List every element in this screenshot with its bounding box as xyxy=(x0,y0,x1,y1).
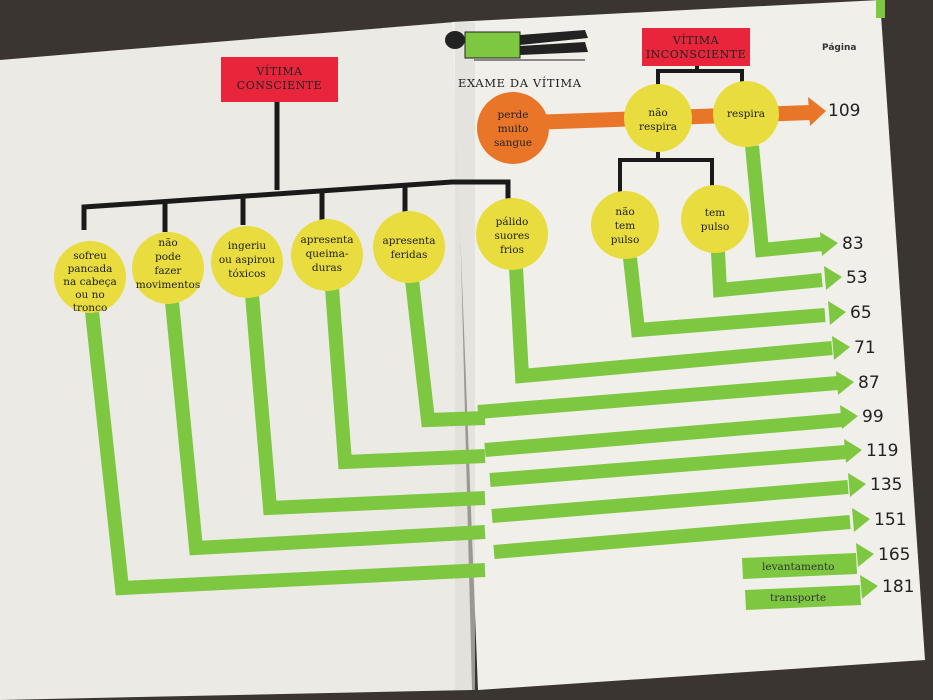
node-toxicos-line-1: ingeriu xyxy=(228,240,266,252)
node-feridas-line-2: feridas xyxy=(391,249,428,261)
page-number: 165 xyxy=(878,545,910,565)
node-sangue-line-1: perde xyxy=(498,109,529,121)
right-page xyxy=(452,0,925,690)
node-nao-respira-line-2: respira xyxy=(639,121,677,133)
node-tem-pulso-line-2: pulso xyxy=(701,221,730,233)
page-number-109: 109 xyxy=(828,101,860,121)
node-movimentos-line-4: movimentos xyxy=(136,279,200,291)
top-right-green-strip xyxy=(876,0,885,18)
vitima-inconsciente-line-1: VÍTIMA xyxy=(672,33,720,47)
left-page xyxy=(0,22,472,700)
levantamento-label: levantamento xyxy=(762,561,834,573)
node-feridas-line-1: apresenta xyxy=(382,235,435,247)
node-pancada-line-4: ou no xyxy=(75,289,105,301)
tree-lines-consciente xyxy=(81,100,511,232)
page-number: 71 xyxy=(854,338,876,358)
page-number: 99 xyxy=(862,407,884,427)
node-pancada-line-3: na cabeça xyxy=(63,276,117,288)
node-nao-tem-pulso xyxy=(591,191,659,259)
vitima-consciente-line-2: CONSCIENTE xyxy=(237,79,322,92)
page-number: 135 xyxy=(870,475,902,495)
node-movimentos-line-2: pode xyxy=(155,251,181,263)
node-sangue-line-2: muito xyxy=(498,123,529,135)
page-number: 87 xyxy=(858,373,880,393)
node-nao-respira-line-1: não xyxy=(648,107,667,119)
node-nao-tem-pulso-line-1: não xyxy=(615,206,634,218)
node-pancada-line-1: sofreu xyxy=(73,250,107,262)
node-tem-pulso xyxy=(681,185,749,253)
node-toxicos xyxy=(211,226,283,298)
node-pancada-line-2: pancada xyxy=(68,263,113,275)
node-movimentos-line-1: não xyxy=(158,237,177,249)
node-pancada-line-5: tronco xyxy=(73,302,108,314)
vitima-inconsciente-box xyxy=(642,28,750,66)
node-queimaduras-line-2: queima- xyxy=(306,248,349,260)
node-movimentos-line-3: fazer xyxy=(155,265,183,277)
node-palido-line-3: frios xyxy=(500,244,524,256)
node-nao-tem-pulso-line-3: pulso xyxy=(611,234,640,246)
node-tem-pulso-line-1: tem xyxy=(705,207,725,219)
node-movimentos xyxy=(132,232,204,304)
vitima-consciente-line-1: VÍTIMA xyxy=(255,64,303,78)
node-sangue-line-3: sangue xyxy=(494,137,532,149)
arrow-109 xyxy=(808,97,826,126)
page-number: 119 xyxy=(866,441,898,461)
pagina-label: Página xyxy=(822,43,856,53)
node-palido-line-2: suores xyxy=(494,230,529,242)
node-nao-respira xyxy=(624,84,692,152)
green-connectors xyxy=(85,145,851,596)
lying-person-illustration xyxy=(445,30,588,61)
page-number: 151 xyxy=(874,510,906,530)
vitima-consciente-box xyxy=(221,57,338,102)
node-nao-tem-pulso-line-2: tem xyxy=(615,220,635,232)
levantamento-bar xyxy=(742,553,857,579)
page-number: 83 xyxy=(842,234,864,254)
node-queimaduras-line-3: duras xyxy=(312,262,342,274)
exame-title: EXAME DA VÍTIMA xyxy=(458,76,582,90)
node-queimaduras xyxy=(291,219,363,291)
node-palido xyxy=(476,198,548,270)
arrowheads xyxy=(820,232,878,599)
node-feridas xyxy=(373,211,445,283)
node-palido-line-1: pálido xyxy=(496,216,529,228)
page-number: 181 xyxy=(882,577,914,597)
node-respira xyxy=(713,81,779,147)
node-sangue xyxy=(477,92,549,164)
node-toxicos-line-2: ou aspirou xyxy=(219,254,275,266)
node-toxicos-line-3: tóxicos xyxy=(228,268,265,280)
node-pancada xyxy=(54,241,126,313)
node-queimaduras-line-1: apresenta xyxy=(300,234,353,246)
transporte-bar xyxy=(745,585,861,610)
page-number: 53 xyxy=(846,268,868,288)
node-respira-line-1: respira xyxy=(727,108,765,120)
transporte-label: transporte xyxy=(770,592,826,604)
page-gutter-shadow xyxy=(455,22,475,690)
page-number: 65 xyxy=(850,303,872,323)
tree-lines-inconsciente xyxy=(618,64,744,193)
vitima-inconsciente-line-2: INCONSCIENTE xyxy=(646,48,746,61)
